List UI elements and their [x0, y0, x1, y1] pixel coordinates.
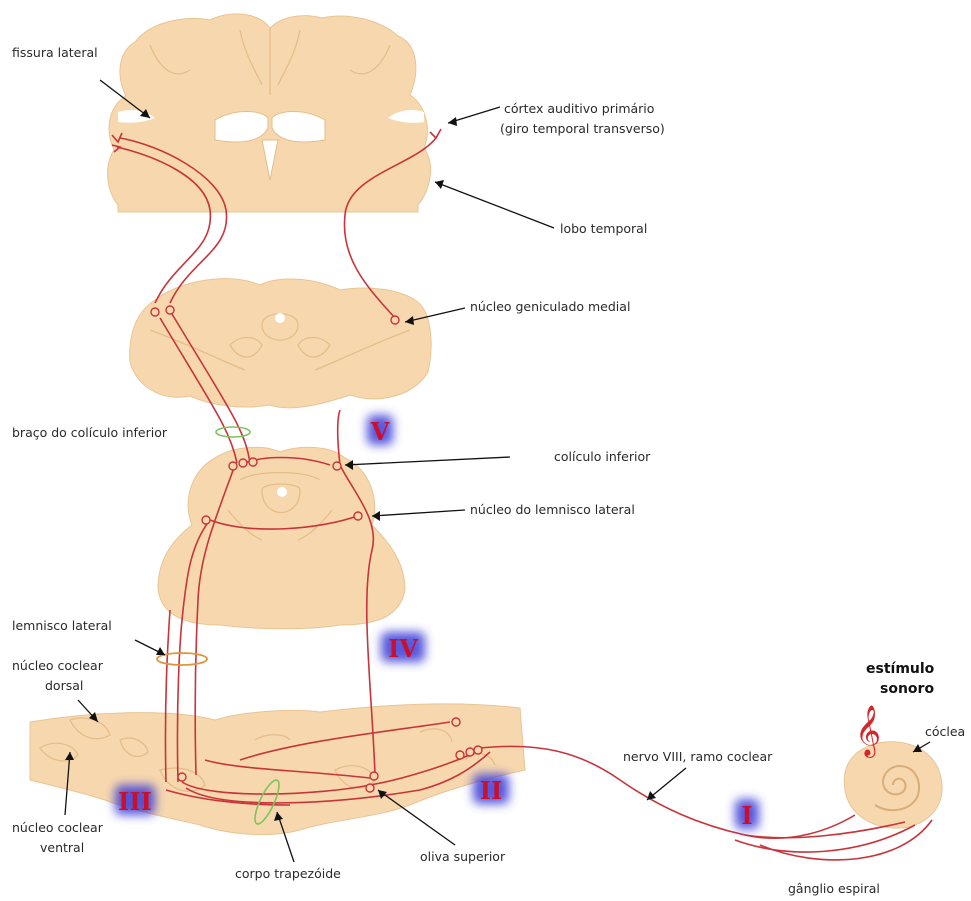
label-cortex-auditivo: córtex auditivo primário [504, 101, 654, 116]
roman-numeral-ii: II [480, 776, 502, 805]
label-oliva-superior: oliva superior [420, 849, 506, 864]
midbrain-section [158, 447, 405, 628]
label-fissura-lateral: fissura lateral [12, 45, 98, 60]
roman-numeral-v: V [370, 417, 390, 446]
label-nucleo-lemnisco: núcleo do lemnisco lateral [470, 502, 635, 517]
label-coclear-ventral-2: ventral [40, 840, 84, 855]
label-lemnisco-lateral: lemnisco lateral [12, 618, 112, 633]
label-coliculo-inferior: colículo inferior [554, 449, 651, 464]
brachium-inferior-colliculus-marker [216, 427, 250, 437]
roman-numeral-iv: IV [388, 634, 418, 663]
cerebrum-section [108, 14, 431, 212]
label-braco-coliculo: braço do colículo inferior [12, 425, 168, 440]
label-giro-temporal: (giro temporal transverso) [500, 121, 665, 136]
label-coclear-dorsal-2: dorsal [45, 678, 83, 693]
label-coclear-dorsal-1: núcleo coclear [12, 658, 104, 673]
label-corpo-trapezoide: corpo trapezóide [235, 866, 341, 881]
roman-numeral-i: I [741, 801, 752, 830]
label-nucleo-geniculado: núcleo geniculado medial [470, 299, 630, 314]
roman-numeral-iii: III [118, 787, 152, 816]
treble-clef-icon: 𝄞 [855, 705, 881, 758]
label-lobo-temporal: lobo temporal [560, 221, 647, 236]
label-ganglio-espiral: gânglio espiral [788, 881, 880, 896]
label-nervo-viii: nervo VIII, ramo coclear [623, 749, 773, 764]
label-estimulo: estímulo [866, 661, 935, 677]
label-coclea: cóclea [925, 724, 965, 739]
label-coclear-ventral-1: núcleo coclear [12, 820, 104, 835]
label-sonoro: sonoro [880, 681, 934, 697]
